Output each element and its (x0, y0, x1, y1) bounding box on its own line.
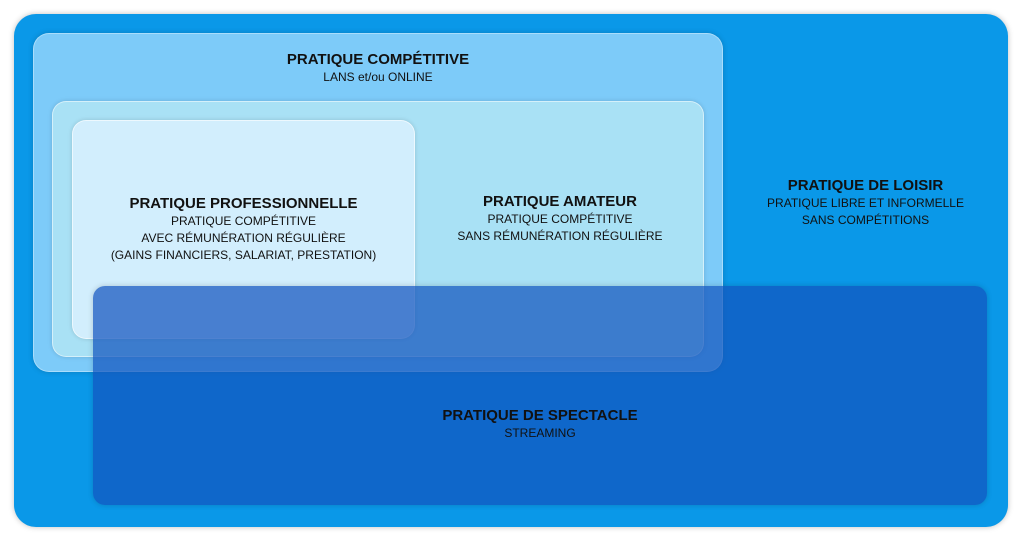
leisure-practice-label: PRATIQUE DE LOISIR PRATIQUE LIBRE ET INF… (723, 176, 1008, 229)
professional-practice-title: PRATIQUE PROFESSIONNELLE (129, 195, 358, 212)
spectacle-practice-area (93, 286, 987, 505)
professional-practice-line: (GAINS FINANCIERS, SALARIAT, PRESTATION) (110, 248, 377, 262)
professional-practice-line: PRATIQUE COMPÉTITIVE (170, 214, 317, 228)
leisure-practice-title: PRATIQUE DE LOISIR (787, 177, 944, 194)
leisure-practice-line: PRATIQUE LIBRE ET INFORMELLE (767, 196, 964, 210)
amateur-practice-line: SANS RÉMUNÉRATION RÉGULIÈRE (457, 229, 663, 243)
competitive-practice-label: PRATIQUE COMPÉTITIVE LANS et/ou ONLINE (33, 50, 723, 86)
competitive-practice-title: PRATIQUE COMPÉTITIVE (286, 51, 470, 68)
amateur-practice-line: PRATIQUE COMPÉTITIVE (487, 212, 633, 226)
spectacle-practice-label: PRATIQUE DE SPECTACLE STREAMING (93, 406, 987, 442)
amateur-practice-label: PRATIQUE AMATEUR PRATIQUE COMPÉTITIVE SA… (420, 192, 700, 245)
professional-practice-line: AVEC RÉMUNÉRATION RÉGULIÈRE (141, 231, 346, 245)
amateur-practice-title: PRATIQUE AMATEUR (483, 193, 637, 210)
competitive-practice-line: LANS et/ou ONLINE (323, 70, 433, 84)
spectacle-practice-line: STREAMING (504, 426, 576, 440)
spectacle-practice-title: PRATIQUE DE SPECTACLE (442, 407, 638, 424)
leisure-practice-line: SANS COMPÉTITIONS (801, 213, 930, 227)
professional-practice-label: PRATIQUE PROFESSIONNELLE PRATIQUE COMPÉT… (72, 194, 415, 264)
